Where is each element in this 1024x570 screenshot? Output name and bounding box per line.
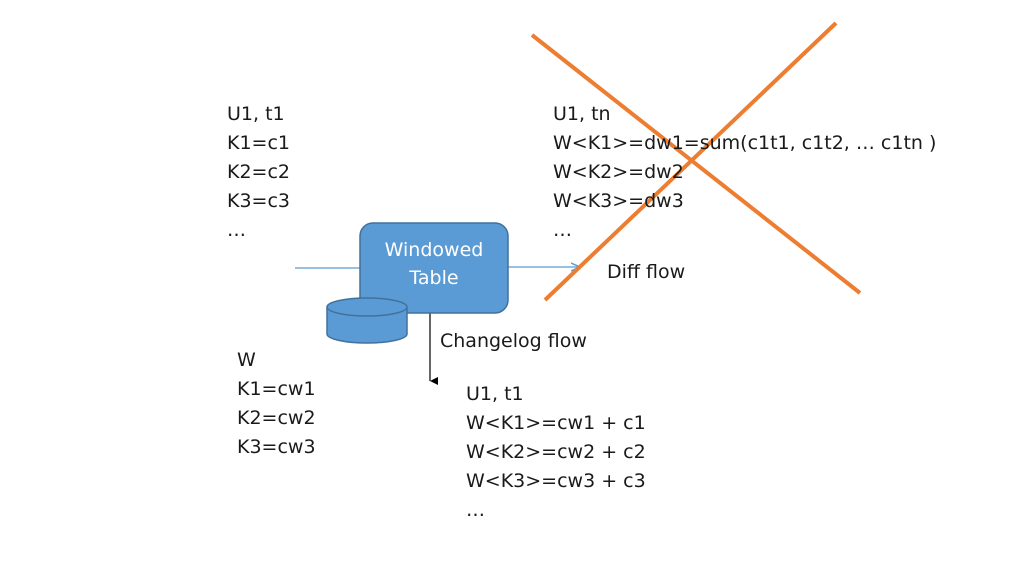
output-line: W<K1>=cw1 + c1	[466, 412, 646, 434]
state-line: K3=cw3	[237, 436, 316, 458]
input-line: U1, t1	[227, 103, 285, 125]
output-line: W<K3>=cw3 + c3	[466, 470, 646, 492]
diff-line: W<K2>=dw2	[553, 161, 684, 183]
state-line: K1=cw1	[237, 378, 316, 400]
input-line: …	[227, 219, 246, 241]
diff-line: W<K3>=dw3	[553, 190, 684, 212]
node-label-line: Windowed	[384, 239, 484, 261]
output-record-block: U1, t1 W<K1>=cw1 + c1 W<K2>=cw2 + c2 W<K…	[466, 380, 646, 525]
changelog-flow-label: Changelog flow	[440, 330, 587, 352]
input-line: K2=c2	[227, 161, 291, 183]
input-line: K3=c3	[227, 190, 291, 212]
diff-line: W<K1>=dw1=sum(c1t1, c1t2, … c1tn )	[553, 132, 937, 154]
windowed-table-node	[359, 222, 509, 314]
diff-record-block: U1, tn W<K1>=dw1=sum(c1t1, c1t2, … c1tn …	[553, 100, 936, 245]
windowed-table-label: Windowed Table	[360, 236, 508, 292]
window-state-block: W K1=cw1 K2=cw2 K3=cw3	[237, 346, 316, 462]
output-line: W<K2>=cw2 + c2	[466, 441, 646, 463]
cross-out-icon	[530, 21, 862, 302]
state-line: W	[237, 349, 256, 371]
input-line: K1=c1	[227, 132, 291, 154]
output-line: U1, t1	[466, 383, 524, 405]
output-line: …	[466, 499, 485, 521]
diff-line: …	[553, 219, 572, 241]
diff-flow-label: Diff flow	[607, 261, 686, 283]
input-record-block: U1, t1 K1=c1 K2=c2 K3=c3 …	[227, 100, 290, 245]
diff-line: U1, tn	[553, 103, 611, 125]
database-cylinder-icon	[326, 297, 408, 344]
state-line: K2=cw2	[237, 407, 316, 429]
node-label-line: Table	[409, 267, 459, 289]
